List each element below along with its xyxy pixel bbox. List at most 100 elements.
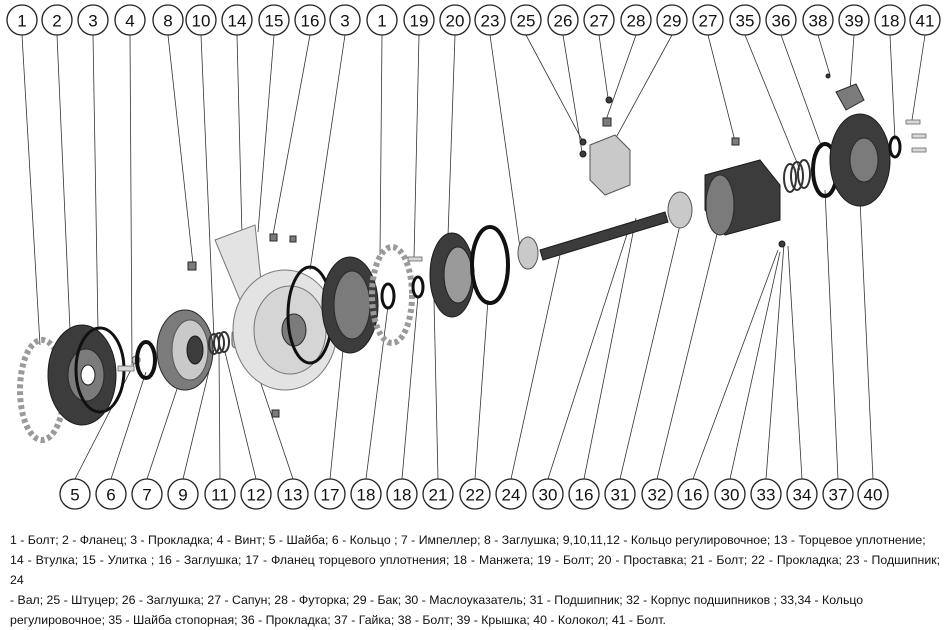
part-bolt-38 <box>825 73 831 79</box>
callout-top-24-leader <box>889 34 896 141</box>
callout-top-19: 27 <box>692 4 724 36</box>
svg-text:4: 4 <box>125 12 134 31</box>
svg-text:39: 39 <box>845 12 864 31</box>
callout-bottom-10-leader <box>433 299 439 480</box>
callout-bottom-7-leader <box>329 339 345 480</box>
callout-bottom-10: 21 <box>422 478 454 510</box>
callout-top-7-leader <box>257 34 275 233</box>
part-cover <box>835 83 865 111</box>
part-spacer <box>429 232 475 318</box>
svg-text:3: 3 <box>340 12 349 31</box>
svg-text:28: 28 <box>627 12 646 31</box>
svg-text:24: 24 <box>502 486 521 505</box>
callout-top-5-leader <box>200 34 215 339</box>
part-seal-flange <box>321 256 379 354</box>
callout-bottom-2-leader <box>146 379 181 480</box>
callout-top-24: 18 <box>874 4 906 36</box>
callout-top-0-leader <box>21 34 41 346</box>
legend-line-3: - Вал; 25 - Штуцер; 26 - Заглушка; 27 - … <box>10 593 864 607</box>
callout-bottom-5: 12 <box>240 478 272 510</box>
callout-top-9-leader <box>309 34 346 271</box>
svg-text:23: 23 <box>481 12 500 31</box>
callout-top-11-leader <box>413 34 420 259</box>
callout-top-17-leader <box>605 34 637 121</box>
svg-text:14: 14 <box>228 12 247 31</box>
svg-text:38: 38 <box>809 12 828 31</box>
callout-bottom-21: 37 <box>822 478 854 510</box>
callout-bottom-9: 18 <box>386 478 418 510</box>
callout-bottom-20: 34 <box>786 478 818 510</box>
svg-text:21: 21 <box>429 486 448 505</box>
svg-text:36: 36 <box>772 12 791 31</box>
part-bolt-ring-mid <box>369 244 415 346</box>
callout-top-10: 1 <box>366 4 398 36</box>
callout-top-12-leader <box>447 34 456 237</box>
callout-top-10-leader <box>379 34 383 256</box>
callout-top-2: 3 <box>77 4 109 36</box>
svg-text:7: 7 <box>142 486 151 505</box>
callout-top-13: 23 <box>474 4 506 36</box>
callout-top-21: 36 <box>765 4 797 36</box>
part-adjusting-rings <box>208 331 230 355</box>
callout-top-18-leader <box>611 34 673 146</box>
part-ring <box>135 340 157 380</box>
svg-text:11: 11 <box>211 486 229 505</box>
part-cuff-a <box>380 282 396 310</box>
callout-top-4: 8 <box>152 4 184 36</box>
svg-text:32: 32 <box>648 486 667 505</box>
part-screw <box>117 365 135 372</box>
svg-text:25: 25 <box>517 12 536 31</box>
callout-bottom-13-leader <box>547 224 631 480</box>
callout-bottom-18: 30 <box>714 478 746 510</box>
callout-top-12: 20 <box>439 4 471 36</box>
part-cuff-b <box>411 275 425 299</box>
part-oil-gauge <box>778 240 786 248</box>
callout-bottom-4-leader <box>218 351 221 480</box>
callout-bottom-12-leader <box>510 254 561 480</box>
leader-lines <box>21 34 926 480</box>
callout-top-6-leader <box>236 34 243 237</box>
svg-text:18: 18 <box>393 486 412 505</box>
svg-text:6: 6 <box>106 486 115 505</box>
callout-top-22: 38 <box>802 4 834 36</box>
part-springs <box>783 159 811 193</box>
svg-text:22: 22 <box>466 486 485 505</box>
part-shaft <box>539 211 669 261</box>
svg-text:27: 27 <box>699 12 718 31</box>
callout-bottom-11-leader <box>474 299 489 480</box>
exploded-pump-diagram: 1234810141516311920232526272829273536383… <box>6 4 941 510</box>
part-bell <box>829 113 891 207</box>
callout-bottom-5-leader <box>224 351 257 480</box>
callout-bottom-15: 31 <box>604 478 636 510</box>
part-plug-16a <box>269 233 278 242</box>
part-plug-26 <box>579 150 587 158</box>
callout-bottom-17: 16 <box>677 478 709 510</box>
parts <box>17 73 927 443</box>
svg-text:1: 1 <box>377 12 386 31</box>
svg-text:34: 34 <box>793 486 812 505</box>
svg-text:5: 5 <box>70 486 79 505</box>
callout-bottom-4: 11 <box>204 478 236 510</box>
legend-line-1: 1 - Болт; 2 - Фланец; 3 - Прокладка; 4 -… <box>10 533 926 547</box>
svg-text:15: 15 <box>265 12 284 31</box>
part-volute <box>214 224 338 391</box>
part-bearing-31 <box>667 191 693 229</box>
svg-text:1: 1 <box>17 12 26 31</box>
svg-text:18: 18 <box>357 486 376 505</box>
part-bolts-41 <box>905 119 927 153</box>
callout-top-4-leader <box>167 34 194 265</box>
svg-text:3: 3 <box>88 12 97 31</box>
svg-text:10: 10 <box>192 12 211 31</box>
part-plug-16b <box>289 235 297 243</box>
svg-text:31: 31 <box>611 486 630 505</box>
callout-bottom-17-leader <box>692 249 779 480</box>
svg-text:37: 37 <box>829 486 848 505</box>
callout-top-13-leader <box>489 34 521 249</box>
part-gasket-22 <box>470 225 510 305</box>
part-bearing-23 <box>517 236 539 270</box>
callout-bottom-8: 18 <box>350 478 382 510</box>
svg-text:33: 33 <box>757 486 776 505</box>
callout-top-14-leader <box>525 34 583 141</box>
callout-bottom-13: 30 <box>532 478 564 510</box>
legend-line-2: 14 - Втулка; 15 - Улитка ; 16 - Заглушка… <box>10 553 940 587</box>
